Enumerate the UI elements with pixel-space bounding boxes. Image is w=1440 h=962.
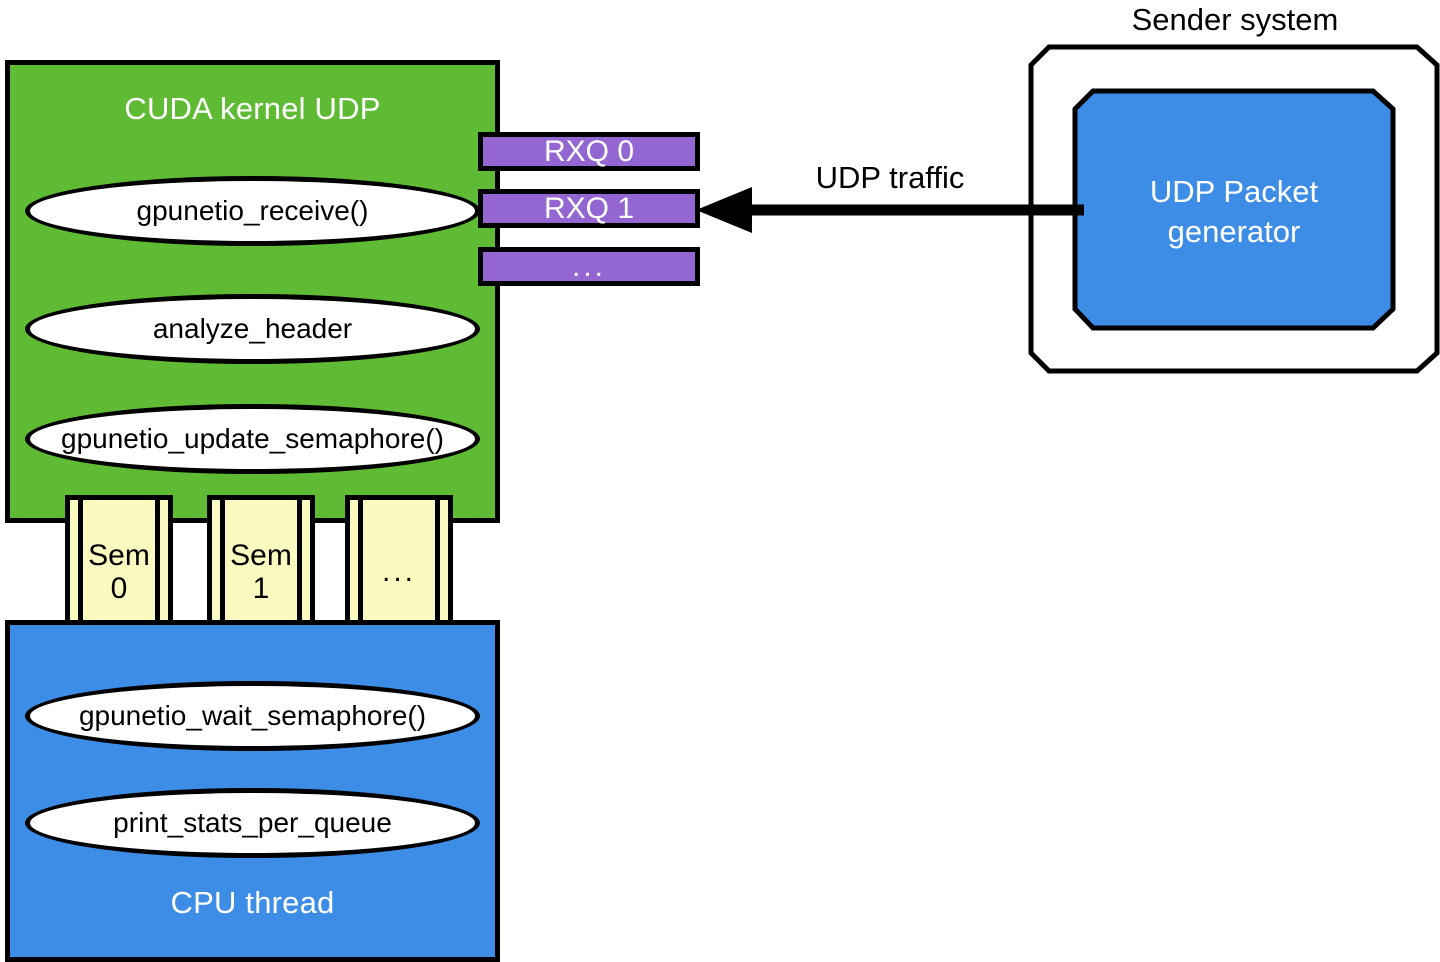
semaphore-more-label: ... bbox=[381, 555, 416, 589]
rxq-1-label: RXQ 1 bbox=[543, 191, 635, 225]
step-gpunetio-wait-semaphore[interactable]: gpunetio_wait_semaphore() bbox=[25, 681, 480, 751]
udp-traffic-label: UDP traffic bbox=[815, 160, 965, 195]
semaphore-0-left-edge bbox=[78, 495, 83, 650]
step-gpunetio-update-semaphore-label: gpunetio_update_semaphore() bbox=[61, 423, 444, 454]
rxq-0[interactable]: RXQ 0 bbox=[478, 132, 700, 171]
rxq-1[interactable]: RXQ 1 bbox=[478, 189, 700, 228]
semaphore-1-label-line2: 1 bbox=[252, 571, 270, 605]
step-gpunetio-receive-label: gpunetio_receive() bbox=[136, 195, 369, 226]
step-gpunetio-receive[interactable]: gpunetio_receive() bbox=[25, 176, 480, 246]
udp-packet-generator-label-line2: generator bbox=[1167, 213, 1301, 249]
semaphore-0-right-edge bbox=[155, 495, 160, 650]
cpu-thread-panel-title: CPU thread bbox=[170, 885, 335, 920]
step-analyze-header[interactable]: analyze_header bbox=[25, 294, 480, 364]
rxq-0-label: RXQ 0 bbox=[543, 134, 635, 168]
sender-system-title: Sender system bbox=[1131, 2, 1339, 37]
rxq-more[interactable]: ... bbox=[478, 247, 700, 286]
rxq-more-label: ... bbox=[571, 249, 606, 283]
semaphore-1-right-edge bbox=[297, 495, 302, 650]
udp-packet-generator-label: UDP Packet generator bbox=[1072, 172, 1396, 251]
step-analyze-header-label: analyze_header bbox=[152, 313, 353, 344]
semaphore-1-left-edge bbox=[220, 495, 225, 650]
semaphore-more-left-edge bbox=[358, 495, 363, 650]
udp-packet-generator-box[interactable] bbox=[1072, 88, 1396, 331]
cuda-kernel-panel-title: CUDA kernel UDP bbox=[124, 91, 381, 126]
semaphore-1-label-line1: Sem bbox=[230, 539, 292, 573]
semaphore-0-label-line2: 0 bbox=[110, 571, 128, 605]
udp-packet-generator-label-line1: UDP Packet bbox=[1149, 174, 1319, 209]
step-gpunetio-update-semaphore[interactable]: gpunetio_update_semaphore() bbox=[25, 404, 480, 474]
step-gpunetio-wait-semaphore-label: gpunetio_wait_semaphore() bbox=[78, 700, 427, 731]
semaphore-0-label-line1: Sem bbox=[88, 539, 150, 573]
semaphore-more-right-edge bbox=[435, 495, 440, 650]
step-print-stats-per-queue-label: print_stats_per_queue bbox=[113, 807, 392, 838]
udp-traffic-arrow bbox=[694, 186, 1084, 239]
step-print-stats-per-queue[interactable]: print_stats_per_queue bbox=[25, 788, 480, 858]
